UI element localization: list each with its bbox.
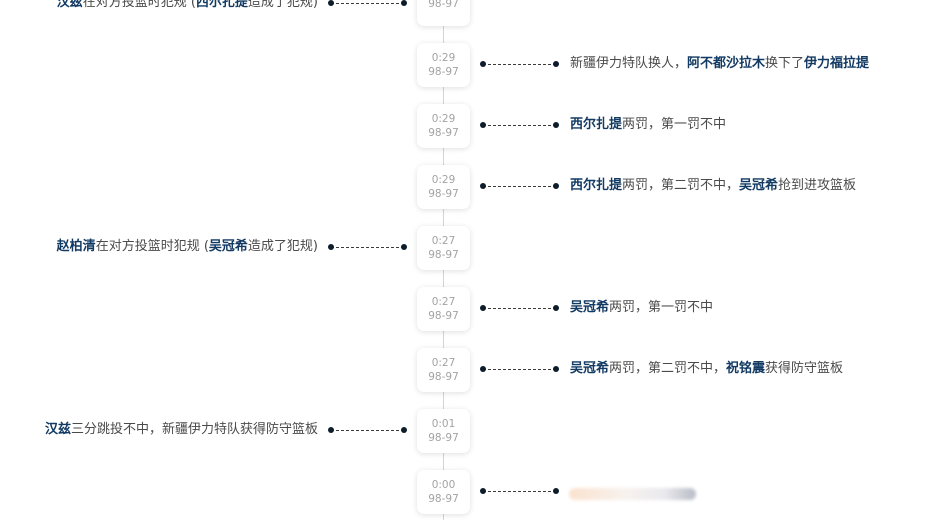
event-score: 98-97 — [428, 188, 459, 200]
connector-dot — [328, 0, 334, 6]
time-score-badge: 0:27 98-97 — [417, 287, 470, 331]
event-time: 0:29 — [431, 52, 456, 64]
event-text: 两罚，第二罚不中， — [609, 361, 727, 376]
connector-dot — [553, 366, 559, 372]
event-text: 造成了犯规) — [247, 239, 318, 254]
event-text: 两罚，第一罚不中 — [622, 117, 727, 132]
connector-dot — [401, 0, 407, 6]
timeline-event: 0:00 98-97 — [0, 470, 941, 520]
event-time: 0:00 — [431, 479, 456, 491]
connector-dot — [328, 427, 334, 433]
event-score: 98-97 — [428, 371, 459, 383]
event-text: 三分跳投不中，新疆伊力特队获得防守篮板 — [70, 422, 318, 437]
player-name[interactable]: 吴冠希 — [739, 178, 779, 193]
player-name[interactable]: 伊力福拉提 — [804, 56, 870, 71]
connector-dot — [480, 366, 486, 372]
timeline-event: 0:29 98-97 西尔扎提两罚，第二罚不中，吴冠希抢到进攻篮板 — [0, 165, 941, 217]
event-time: 0:27 — [431, 235, 456, 247]
event-text: 换下了 — [765, 56, 805, 71]
connector-dot — [553, 305, 559, 311]
player-name[interactable]: 西尔扎提 — [195, 0, 248, 10]
event-score: 98-97 — [428, 66, 459, 78]
event-description: 汉兹三分跳投不中，新疆伊力特队获得防守篮板 — [45, 421, 318, 439]
timeline-event: 0:27 98-97 赵柏清在对方投篮时犯规 (吴冠希造成了犯规) — [0, 226, 941, 278]
event-connector — [480, 488, 559, 494]
event-time: 0:01 — [431, 418, 456, 430]
event-text: 两罚，第二罚不中， — [622, 178, 740, 193]
player-name[interactable]: 吴冠希 — [208, 239, 248, 254]
event-time: 0:27 — [431, 296, 456, 308]
event-connector — [480, 61, 559, 67]
connector-dot — [553, 488, 559, 494]
event-description: 汉兹在对方投篮时犯规 (西尔扎提造成了犯规) — [57, 0, 318, 12]
event-text: 造成了犯规) — [247, 0, 318, 10]
connector-dot — [480, 122, 486, 128]
event-description: 新疆伊力特队换人，阿不都沙拉木换下了伊力福拉提 — [570, 55, 869, 73]
event-connector — [328, 427, 407, 433]
event-description: 吴冠希两罚，第二罚不中，祝铭震获得防守篮板 — [570, 360, 843, 378]
player-name[interactable]: 阿不都沙拉木 — [687, 56, 766, 71]
time-score-badge: 0:29 98-97 — [417, 43, 470, 87]
timeline-event: 0:01 98-97 汉兹三分跳投不中，新疆伊力特队获得防守篮板 — [0, 409, 941, 461]
event-time: 0:27 — [431, 357, 456, 369]
event-score: 98-97 — [428, 432, 459, 444]
player-name[interactable]: 吴冠希 — [570, 361, 610, 376]
blurred-event-description — [569, 488, 696, 500]
event-connector — [328, 244, 407, 250]
event-score: 98-97 — [428, 493, 459, 505]
event-text: 在对方投篮时犯规 ( — [82, 0, 196, 10]
event-score: 98-97 — [428, 127, 459, 139]
event-text: 在对方投篮时犯规 ( — [95, 239, 209, 254]
event-description: 西尔扎提两罚，第一罚不中 — [570, 116, 726, 134]
event-connector — [480, 122, 559, 128]
player-name[interactable]: 赵柏清 — [56, 239, 96, 254]
time-score-badge: 0:27 98-97 — [417, 226, 470, 270]
time-score-badge: 0:00 98-97 — [417, 470, 470, 514]
connector-dot — [328, 244, 334, 250]
player-name[interactable]: 西尔扎提 — [570, 178, 623, 193]
event-description: 赵柏清在对方投篮时犯规 (吴冠希造成了犯规) — [57, 238, 318, 256]
connector-dot — [401, 244, 407, 250]
connector-dot — [480, 305, 486, 311]
event-text: 抢到进攻篮板 — [778, 178, 857, 193]
connector-dot — [480, 488, 486, 494]
event-text: 获得防守篮板 — [765, 361, 844, 376]
player-name[interactable]: 汉兹 — [44, 422, 71, 437]
time-score-badge: 0:29 98-97 — [417, 104, 470, 148]
timeline-event: 0:29 98-97 西尔扎提两罚，第一罚不中 — [0, 104, 941, 156]
event-connector — [328, 0, 407, 6]
time-score-badge: 0:01 98-97 — [417, 409, 470, 453]
timeline-event: 0:29 98-97 新疆伊力特队换人，阿不都沙拉木换下了伊力福拉提 — [0, 43, 941, 95]
event-score: 98-97 — [428, 310, 459, 322]
connector-dot — [401, 427, 407, 433]
connector-dot — [553, 61, 559, 67]
time-score-badge: 0:29 98-97 — [417, 165, 470, 209]
event-time: 0:29 — [431, 113, 456, 125]
connector-dot — [480, 183, 486, 189]
event-time: 0:29 — [431, 174, 456, 186]
event-description: 吴冠希两罚，第一罚不中 — [570, 299, 713, 317]
player-name[interactable]: 祝铭震 — [726, 361, 766, 376]
timeline-event: 0:27 98-97 吴冠希两罚，第二罚不中，祝铭震获得防守篮板 — [0, 348, 941, 400]
event-connector — [480, 366, 559, 372]
timeline-event: 98-97 汉兹在对方投篮时犯规 (西尔扎提造成了犯规) — [0, 0, 941, 34]
time-score-badge: 98-97 — [417, 0, 470, 26]
time-score-badge: 0:27 98-97 — [417, 348, 470, 392]
connector-dot — [553, 183, 559, 189]
timeline-event: 0:27 98-97 吴冠希两罚，第一罚不中 — [0, 287, 941, 339]
player-name[interactable]: 西尔扎提 — [570, 117, 623, 132]
event-score: 98-97 — [428, 0, 459, 10]
event-description: 西尔扎提两罚，第二罚不中，吴冠希抢到进攻篮板 — [570, 177, 856, 195]
connector-dot — [553, 122, 559, 128]
event-score: 98-97 — [428, 249, 459, 261]
event-text: 新疆伊力特队换人， — [570, 56, 688, 71]
connector-dot — [480, 61, 486, 67]
event-connector — [480, 305, 559, 311]
player-name[interactable]: 汉兹 — [56, 0, 83, 10]
event-connector — [480, 183, 559, 189]
event-text: 两罚，第一罚不中 — [609, 300, 714, 315]
player-name[interactable]: 吴冠希 — [570, 300, 610, 315]
